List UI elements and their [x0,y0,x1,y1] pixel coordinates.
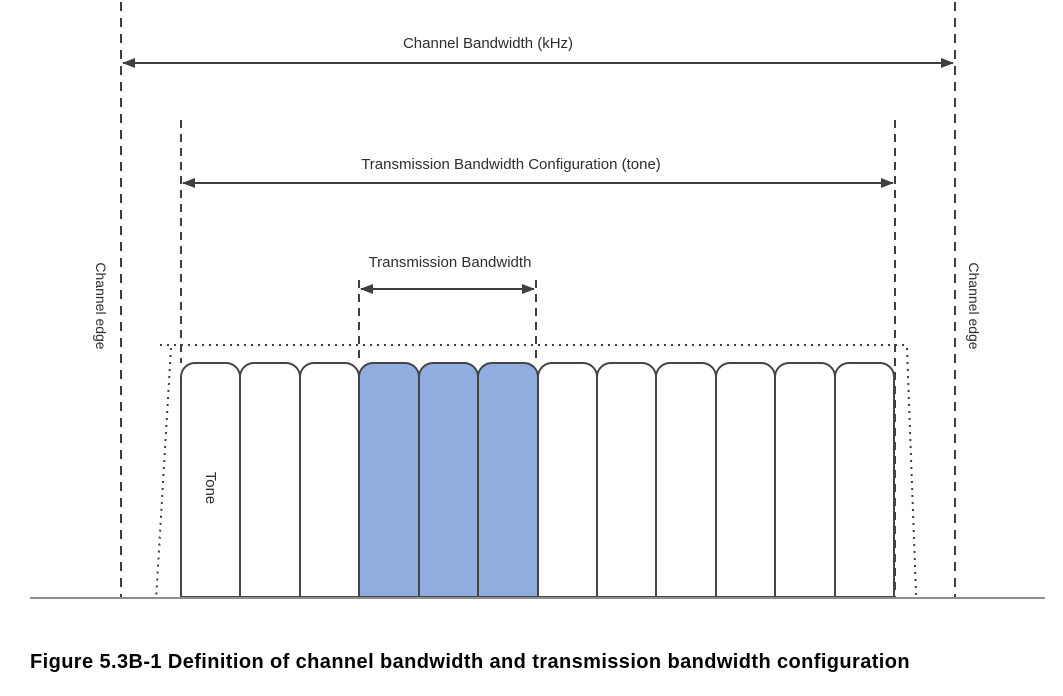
tone [714,362,777,598]
arrowhead-right-icon [522,284,535,294]
transmission-bandwidth-label: Transmission Bandwidth [368,254,532,271]
channel-edge-line-right [954,2,956,598]
tone-row [180,362,896,598]
figure-caption: Figure 5.3B-1 Definition of channel band… [30,651,910,673]
tone-label: Tone [202,471,219,505]
tone [833,362,896,598]
tb-line-left [358,280,360,363]
frequency-baseline [30,597,1045,599]
transmission-bandwidth-arrow [360,284,535,294]
tone [536,362,598,598]
arrowhead-left-icon [360,284,373,294]
arrowhead-left-icon [182,178,195,188]
arrowhead-right-icon [941,58,954,68]
arrowhead-right-icon [881,178,894,188]
envelope-dotted-right [906,347,918,598]
channel-edge-label-right: Channel edge [966,262,982,350]
tone [595,362,658,598]
transmission-bandwidth-configuration-arrow [182,178,894,188]
tone [298,362,361,598]
channel-edge-line-left [120,2,122,598]
tb-line-right [535,280,537,363]
tone [774,362,836,598]
arrowhead-left-icon [122,58,135,68]
channel-bandwidth-arrow [122,58,954,68]
channel-edge-label-left: Channel edge [93,262,109,350]
tone-highlighted [358,362,420,598]
channel-bandwidth-label: Channel Bandwidth (kHz) [402,35,574,52]
tone-highlighted [477,362,539,598]
envelope-dotted-left [155,348,172,598]
tbc-line-right [894,120,896,598]
tone-highlighted [417,362,480,598]
tone [239,362,301,598]
tbc-line-left [180,120,182,363]
transmission-bandwidth-configuration-label: Transmission Bandwidth Configuration (to… [361,156,661,173]
envelope-dotted-top [160,344,907,346]
tone [655,362,717,598]
